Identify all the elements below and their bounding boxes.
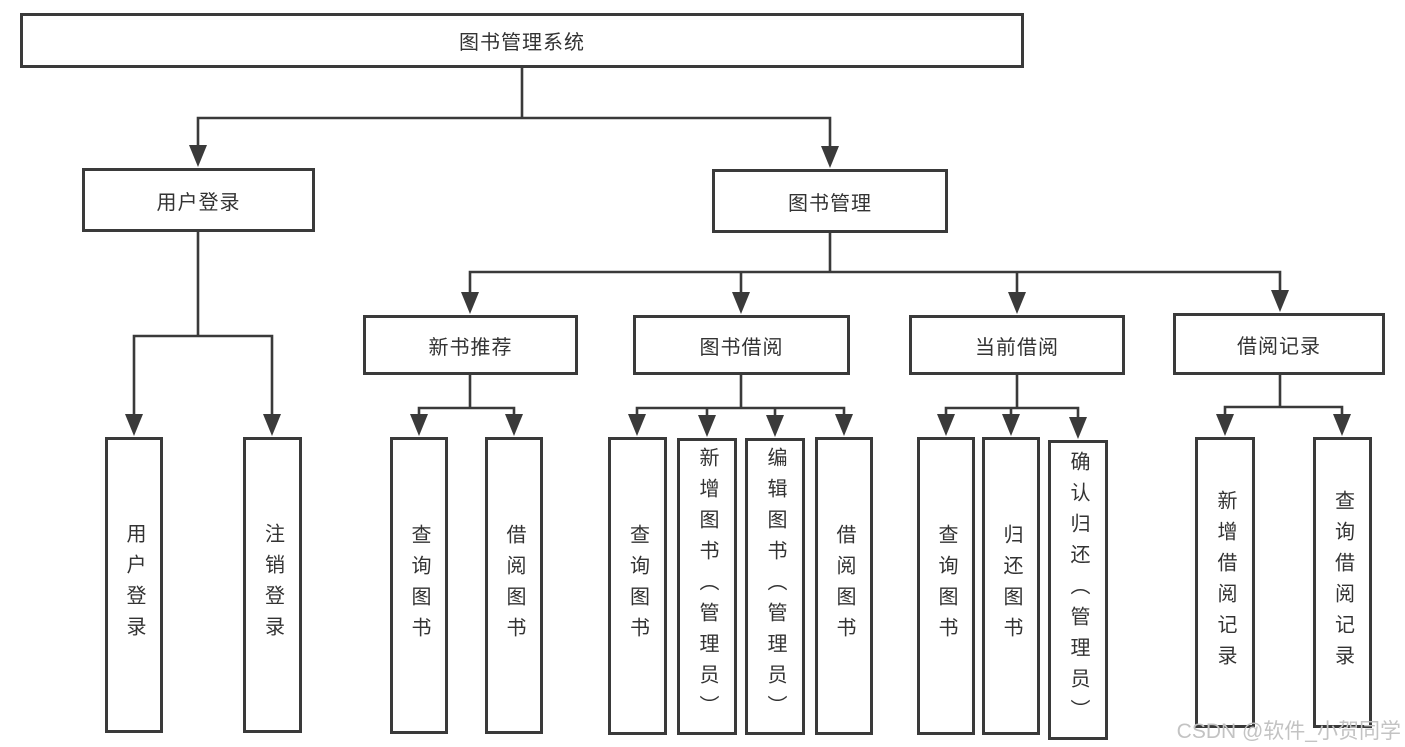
node-user-login-label: 用户登录 bbox=[156, 191, 241, 214]
edge-current-borrow-split bbox=[944, 373, 1080, 421]
node-user-login: 用户登录 bbox=[82, 168, 315, 232]
node-cb-query-books: 查询图书 bbox=[917, 437, 975, 735]
node-bb-borrow-books-label: 借阅图书 bbox=[833, 524, 855, 648]
node-bb-edit-books-admin-label: 编辑图书（管理员） bbox=[764, 447, 786, 726]
node-bb-query-books-label: 查询图书 bbox=[626, 524, 649, 648]
edge-book-mgmt-split bbox=[468, 231, 1282, 296]
node-library-system-label: 图书管理系统 bbox=[459, 32, 585, 54]
node-logout-action-label: 注销登录 bbox=[261, 523, 284, 647]
node-new-book-rec: 新书推荐 bbox=[363, 315, 578, 375]
node-cb-confirm-return-admin: 确认归还（管理员） bbox=[1048, 440, 1108, 740]
node-borrow-records: 借阅记录 bbox=[1173, 313, 1385, 375]
watermark: CSDN @软件_小贺同学 bbox=[1176, 720, 1401, 743]
edge-user-login-split bbox=[132, 230, 274, 418]
node-br-query-record: 查询借阅记录 bbox=[1313, 437, 1372, 728]
node-library-system: 图书管理系统 bbox=[20, 13, 1024, 68]
node-user-login-action: 用户登录 bbox=[105, 437, 163, 733]
node-cb-return-books-label: 归还图书 bbox=[1000, 524, 1022, 648]
node-book-mgmt: 图书管理 bbox=[712, 169, 948, 233]
arrowheads bbox=[125, 145, 1351, 439]
node-bb-edit-books-admin: 编辑图书（管理员） bbox=[745, 438, 805, 735]
node-nb-borrow-books: 借阅图书 bbox=[485, 437, 543, 734]
node-current-borrow: 当前借阅 bbox=[909, 315, 1125, 375]
edge-root-split bbox=[196, 66, 832, 150]
node-cb-confirm-return-admin-label: 确认归还（管理员） bbox=[1067, 450, 1089, 730]
node-current-borrow-label: 当前借阅 bbox=[975, 336, 1059, 359]
node-nb-query-books: 查询图书 bbox=[390, 437, 448, 734]
node-user-login-action-label: 用户登录 bbox=[123, 523, 145, 647]
node-nb-borrow-books-label: 借阅图书 bbox=[503, 523, 525, 648]
node-book-borrow-label: 图书借阅 bbox=[699, 336, 784, 359]
node-bb-add-books-admin: 新增图书（管理员） bbox=[677, 438, 737, 735]
node-bb-query-books: 查询图书 bbox=[608, 437, 667, 735]
edge-book-borrow-split bbox=[635, 373, 846, 419]
node-cb-return-books: 归还图书 bbox=[982, 437, 1040, 735]
node-book-borrow: 图书借阅 bbox=[633, 315, 850, 375]
node-new-book-rec-label: 新书推荐 bbox=[428, 336, 513, 359]
node-book-mgmt-label: 图书管理 bbox=[788, 192, 872, 215]
node-logout-action: 注销登录 bbox=[243, 437, 302, 733]
node-nb-query-books-label: 查询图书 bbox=[408, 523, 430, 648]
edge-borrow-record-split bbox=[1223, 373, 1344, 418]
node-cb-query-books-label: 查询图书 bbox=[935, 524, 957, 648]
node-bb-add-books-admin-label: 新增图书（管理员） bbox=[696, 447, 718, 726]
node-br-add-record: 新增借阅记录 bbox=[1195, 437, 1255, 728]
node-br-add-record-label: 新增借阅记录 bbox=[1214, 489, 1236, 676]
edge-new-book-split bbox=[417, 373, 516, 418]
node-borrow-records-label: 借阅记录 bbox=[1237, 335, 1321, 358]
node-bb-borrow-books: 借阅图书 bbox=[815, 437, 873, 735]
node-br-query-record-label: 查询借阅记录 bbox=[1331, 489, 1354, 676]
